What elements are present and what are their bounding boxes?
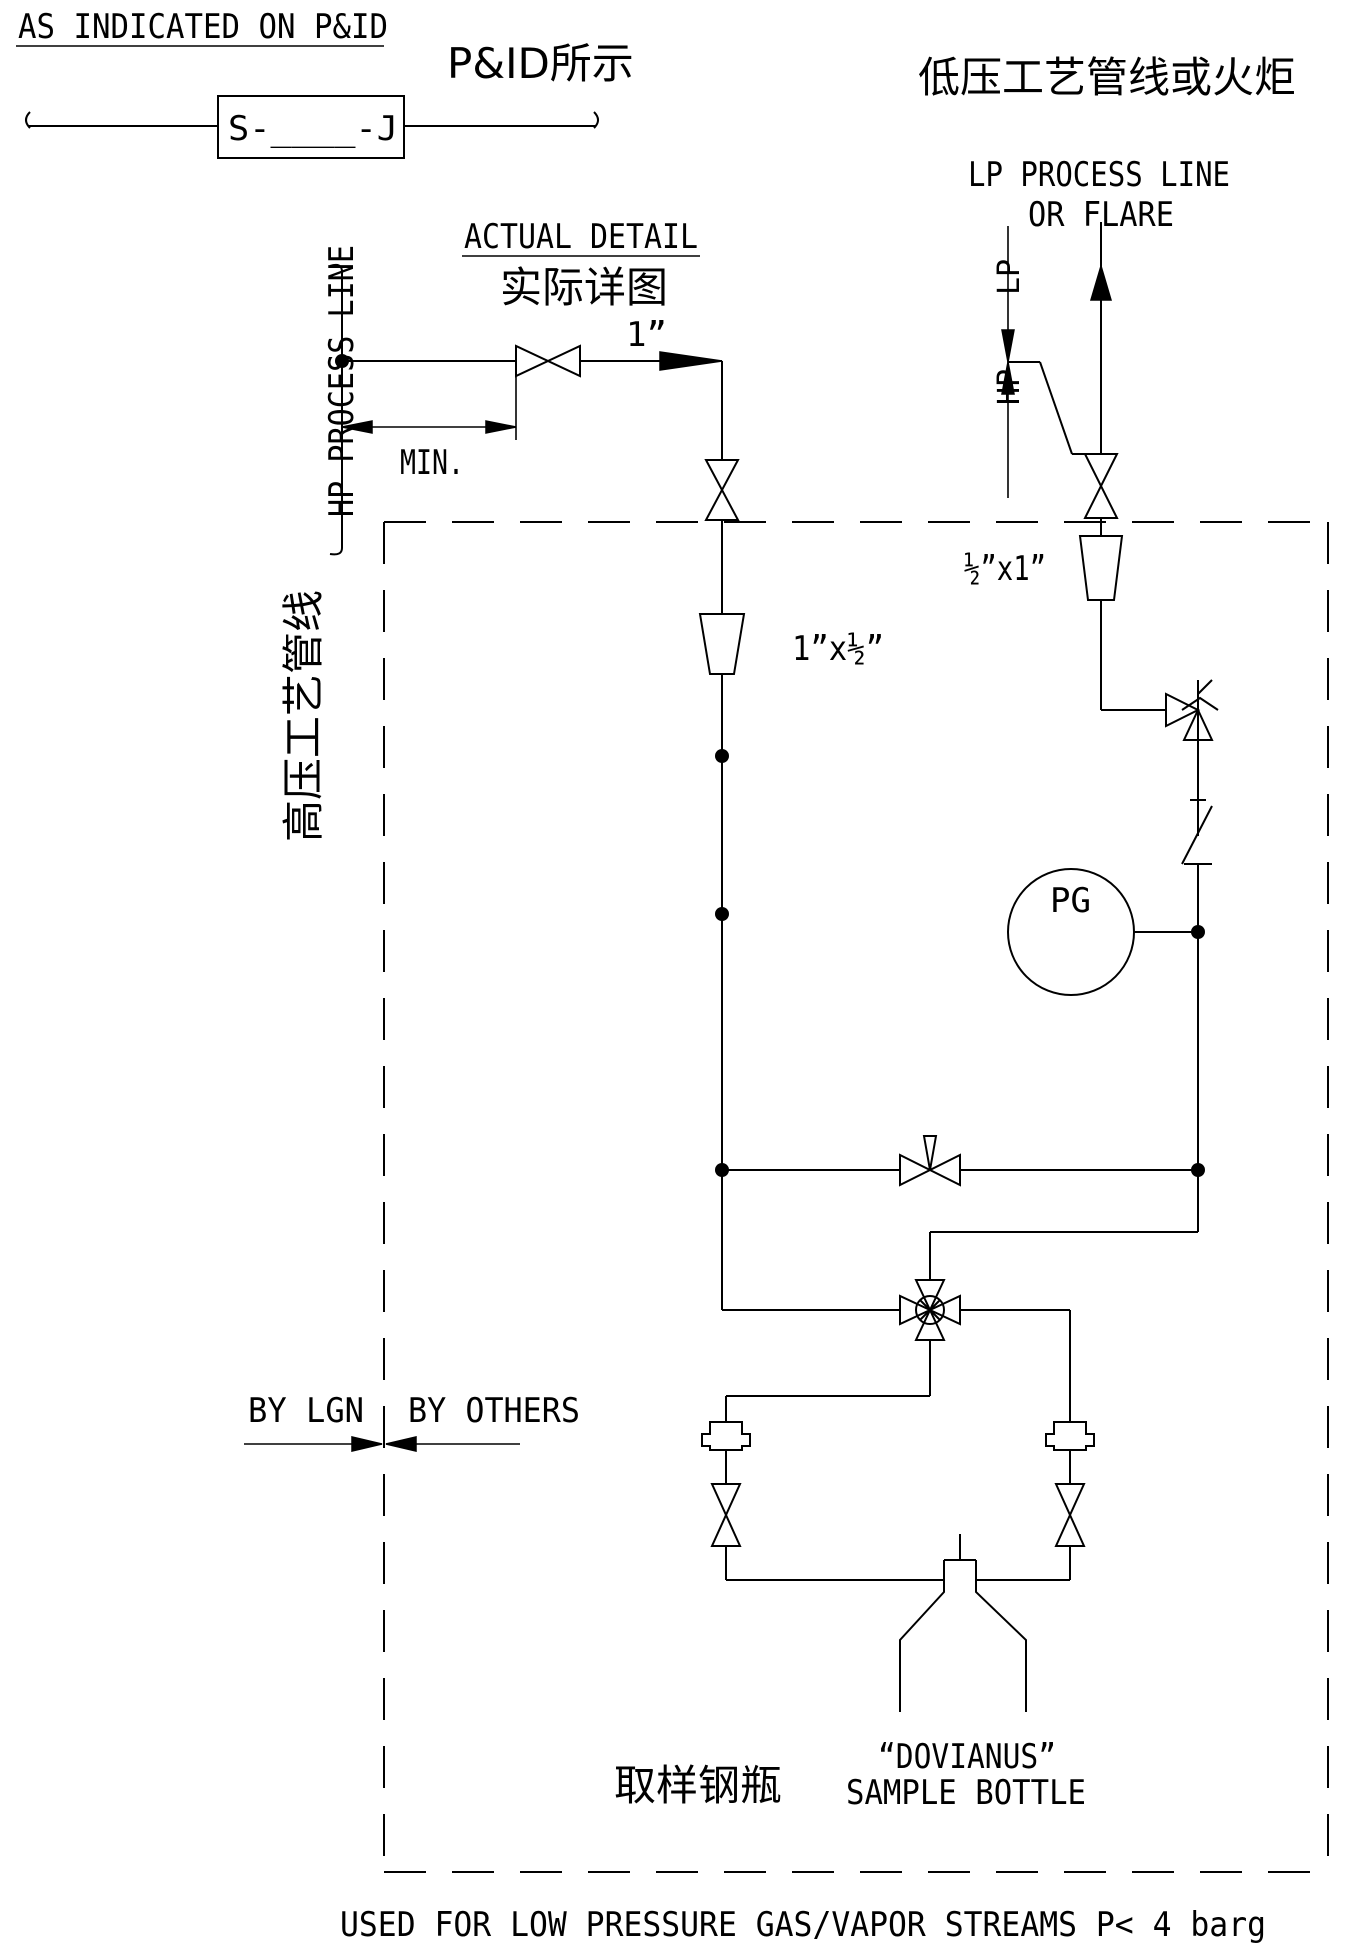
left-sample-branch: [701, 1421, 938, 1581]
sample-bottle-cn: 取样钢瓶: [614, 1761, 782, 1810]
pressure-gauge-label: PG: [1050, 881, 1091, 921]
multiport-valve-section: [722, 1170, 1199, 1422]
quick-connector-right: [1045, 1421, 1095, 1451]
quick-connector-left: [701, 1421, 751, 1451]
hp-branch-line: [342, 344, 723, 460]
actual-detail-en: ACTUAL DETAIL: [464, 217, 698, 257]
pipe-size-1in: 1”: [626, 315, 667, 355]
right-sample-branch: [982, 1421, 1095, 1581]
sample-bottle-en-1: “DOVIANUS”: [878, 1737, 1056, 1777]
sample-bottle: [899, 1534, 1027, 1712]
gate-valve-outlet: [1083, 453, 1119, 519]
by-others-label: BY OTHERS: [408, 1391, 580, 1431]
bypass-valve-stem: [922, 1135, 938, 1171]
gate-valve-inlet: [704, 459, 740, 521]
min-dimension: [341, 376, 517, 440]
tag-line: [25, 95, 599, 159]
reducer-half-by-one-label: ½”x1”: [964, 549, 1046, 589]
scope-boundary: [383, 521, 1329, 1873]
bypass-valve: [899, 1153, 961, 1187]
gate-valve-hp-branch: [515, 344, 581, 378]
by-lgn-label: BY LGN: [248, 1391, 364, 1431]
flow-arrow-up: [1089, 263, 1113, 301]
pid-note-en: AS INDICATED ON P&ID: [18, 7, 388, 47]
hp-label: HP: [992, 369, 1027, 405]
lp-label: LP: [992, 259, 1027, 295]
min-label: MIN.: [400, 443, 464, 483]
tag-box-label: S-____-J: [228, 109, 398, 149]
left-vertical-run: [698, 459, 746, 1310]
scope-split-arrows: [244, 1436, 520, 1452]
footer-note: USED FOR LOW PRESSURE GAS/VAPOR STREAMS …: [340, 1905, 1266, 1945]
check-valve: [1165, 692, 1201, 728]
lp-line-en-1: LP PROCESS LINE: [968, 155, 1230, 195]
reducer-inlet: [698, 613, 746, 675]
pid-note-cn: P&ID所示: [447, 39, 634, 88]
lp-side-piping: [1001, 222, 1219, 1232]
hp-line-cn: 高压工艺管线: [279, 590, 328, 842]
hp-process-line-label: HP PROCESS LINE: [322, 245, 362, 517]
actual-detail-cn: 实际详图: [500, 263, 668, 312]
reducer-one-by-half-label: 1”x½”: [792, 629, 884, 669]
relief-valve: [1181, 799, 1213, 865]
reducer-outlet: [1078, 535, 1124, 601]
sample-bottle-en-2: SAMPLE BOTTLE: [846, 1773, 1086, 1813]
bypass-line: [722, 1135, 1198, 1187]
lp-line-cn: 低压工艺管线或火炬: [918, 53, 1296, 102]
sample-valve-left: [710, 1483, 742, 1547]
sample-valve-right: [1054, 1483, 1086, 1547]
flow-arrow-right: [659, 351, 723, 371]
pressure-gauge: [1007, 868, 1198, 996]
